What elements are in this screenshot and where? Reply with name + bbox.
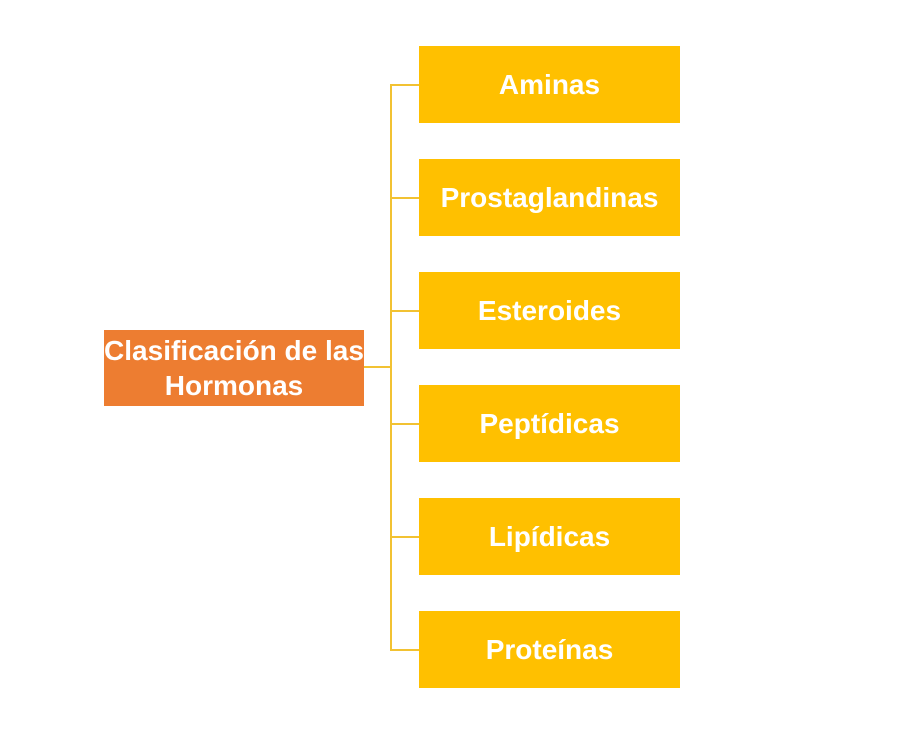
connector-branch	[390, 310, 419, 312]
connector-branch	[390, 84, 419, 86]
node-prostaglandinas: Prostaglandinas	[419, 159, 680, 236]
node-esteroides: Esteroides	[419, 272, 680, 349]
root-node-clasificacion: Clasificación de las Hormonas	[104, 330, 364, 406]
node-proteinas: Proteínas	[419, 611, 680, 688]
node-peptidicas: Peptídicas	[419, 385, 680, 462]
connector-branch	[390, 649, 419, 651]
connector-branch	[390, 536, 419, 538]
connector-root	[364, 366, 392, 368]
node-aminas: Aminas	[419, 46, 680, 123]
node-lipidicas: Lipídicas	[419, 498, 680, 575]
connector-branch	[390, 423, 419, 425]
connector-branch	[390, 197, 419, 199]
connector-trunk	[390, 84, 392, 651]
